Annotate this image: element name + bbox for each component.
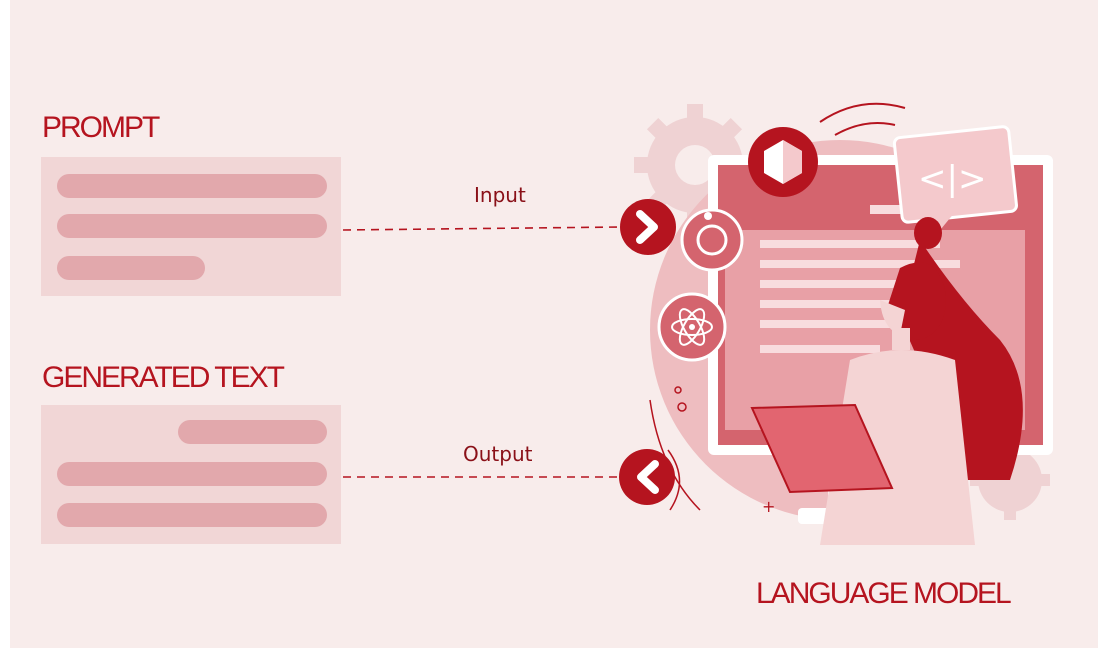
prompt-text-line (57, 214, 327, 238)
language-model-heading: LANGUAGE MODEL (756, 577, 1012, 610)
generated-text-line (178, 420, 327, 444)
woman-figure (750, 217, 1023, 545)
generated-text-box (41, 405, 341, 544)
tablet (750, 403, 894, 494)
input-connector (342, 226, 621, 231)
atom-icon (657, 292, 727, 362)
generated-text-line (57, 462, 327, 486)
language-model-illustration: <|> + (634, 102, 1053, 545)
output-label: Output (463, 442, 533, 466)
code-tag-icon: <|> (892, 125, 1018, 240)
svg-text:<|>: <|> (918, 159, 986, 199)
target-icon (680, 208, 744, 272)
prompt-heading: PROMPT (42, 111, 160, 144)
svg-text:+: + (762, 497, 775, 516)
generated-text-line (57, 503, 327, 527)
prompt-box (41, 157, 341, 296)
input-label: Input (474, 183, 526, 207)
prompt-text-line (57, 174, 327, 198)
generated-text-heading: GENERATED TEXT (42, 361, 285, 394)
prompt-text-line (57, 256, 205, 280)
hexagon-icon (748, 127, 818, 197)
